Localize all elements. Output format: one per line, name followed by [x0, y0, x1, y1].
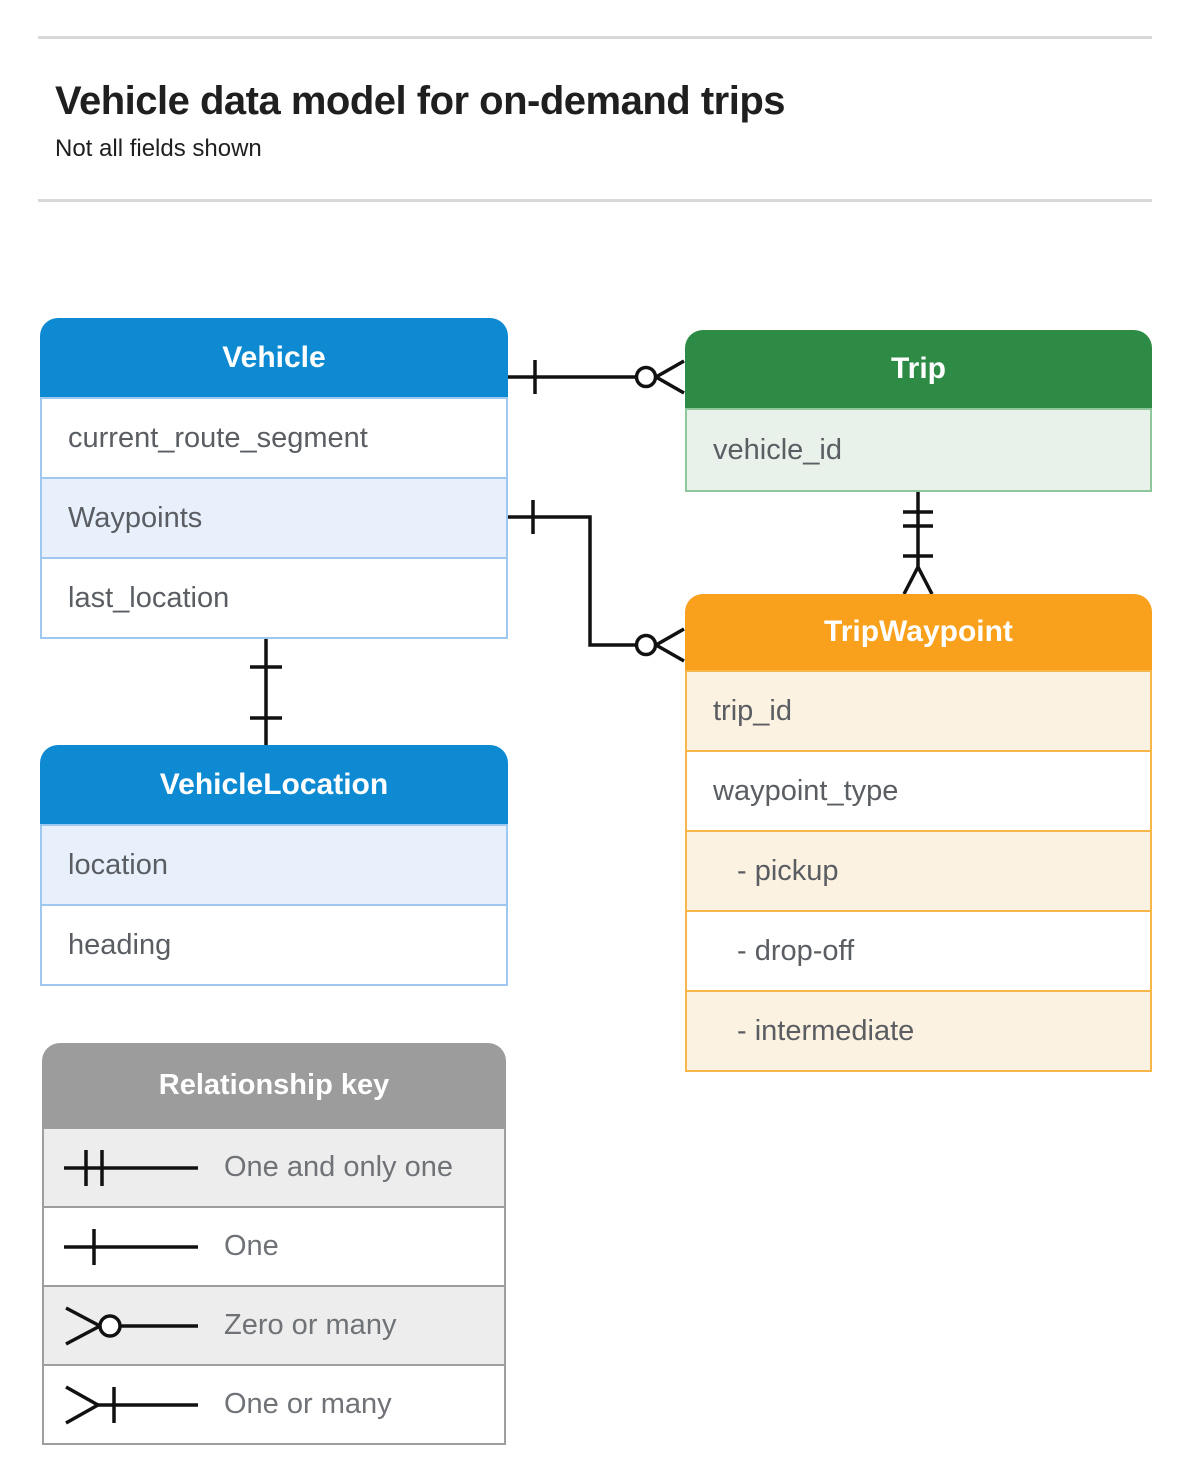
key-label: Zero or many — [224, 1309, 397, 1341]
one-icon — [64, 1228, 198, 1265]
connector-waypoints-tripwaypoint — [508, 500, 685, 663]
relationship-key-body: One and only one One Zero or many One or… — [42, 1127, 506, 1445]
vehiclelocation-table-header: VehicleLocation — [40, 745, 508, 824]
vehicle-vehiclelocation-ticks — [250, 665, 282, 720]
vehicle-field-last-location: last_location — [42, 557, 506, 637]
tripwaypoint-field-trip-id: trip_id — [687, 670, 1150, 750]
vehicle-field-waypoints: Waypoints — [42, 477, 506, 557]
tripwaypoint-value-intermediate: - intermediate — [687, 990, 1150, 1070]
vehicle-field-current-route-segment: current_route_segment — [42, 397, 506, 477]
one-or-many-icon — [65, 1384, 198, 1425]
top-divider — [38, 36, 1152, 39]
zero-or-many-icon — [65, 1305, 198, 1346]
one-and-only-one-icon — [64, 1149, 198, 1186]
vehicle-trip-zero-circle — [634, 365, 658, 389]
trip-table: Trip vehicle_id — [685, 330, 1152, 492]
tripwaypoint-table-body: trip_id waypoint_type - pickup - drop-of… — [685, 670, 1152, 1072]
relationship-key-table: Relationship key One and only one One Ze… — [42, 1043, 506, 1445]
vehicle-table-body: current_route_segment Waypoints last_loc… — [40, 397, 508, 639]
trip-table-body: vehicle_id — [685, 408, 1152, 492]
vehicle-table: Vehicle current_route_segment Waypoints … — [40, 318, 508, 639]
trip-tripwaypoint-double-tick — [903, 510, 933, 528]
key-label: One or many — [224, 1388, 392, 1420]
tripwaypoint-table-header: TripWaypoint — [685, 594, 1152, 670]
key-label: One — [224, 1230, 279, 1262]
vehiclelocation-field-location: location — [42, 824, 506, 904]
trip-tripwaypoint-crow-foot — [902, 566, 934, 595]
connector-trip-tripwaypoint — [902, 490, 934, 595]
vehiclelocation-table-body: location heading — [40, 824, 508, 986]
trip-field-vehicle-id: vehicle_id — [687, 408, 1150, 490]
vehiclelocation-field-heading: heading — [42, 904, 506, 984]
tripwaypoint-field-waypoint-type: waypoint_type — [687, 750, 1150, 830]
waypoints-tripwaypoint-zero-circle — [634, 633, 658, 657]
waypoints-tripwaypoint-stem — [508, 515, 636, 647]
key-row-one-or-many: One or many — [44, 1364, 504, 1443]
key-row-zero-or-many: Zero or many — [44, 1285, 504, 1364]
trip-table-header: Trip — [685, 330, 1152, 408]
waypoints-tripwaypoint-crow-foot — [655, 627, 685, 663]
vehicle-table-header: Vehicle — [40, 318, 508, 397]
vehicle-trip-crow-foot — [655, 359, 685, 395]
vehiclelocation-table: VehicleLocation location heading — [40, 745, 508, 986]
header-divider — [38, 199, 1152, 202]
key-label: One and only one — [224, 1151, 453, 1183]
key-row-one-and-only-one: One and only one — [44, 1127, 504, 1206]
tripwaypoint-value-drop-off: - drop-off — [687, 910, 1150, 990]
page-subtitle: Not all fields shown — [55, 135, 262, 162]
connector-vehicle-vehiclelocation — [250, 637, 282, 745]
key-row-one: One — [44, 1206, 504, 1285]
relationship-key-header: Relationship key — [42, 1043, 506, 1127]
page-title: Vehicle data model for on-demand trips — [55, 79, 786, 123]
tripwaypoint-table: TripWaypoint trip_id waypoint_type - pic… — [685, 594, 1152, 1072]
connector-vehicle-trip — [508, 359, 685, 395]
tripwaypoint-value-pickup: - pickup — [687, 830, 1150, 910]
